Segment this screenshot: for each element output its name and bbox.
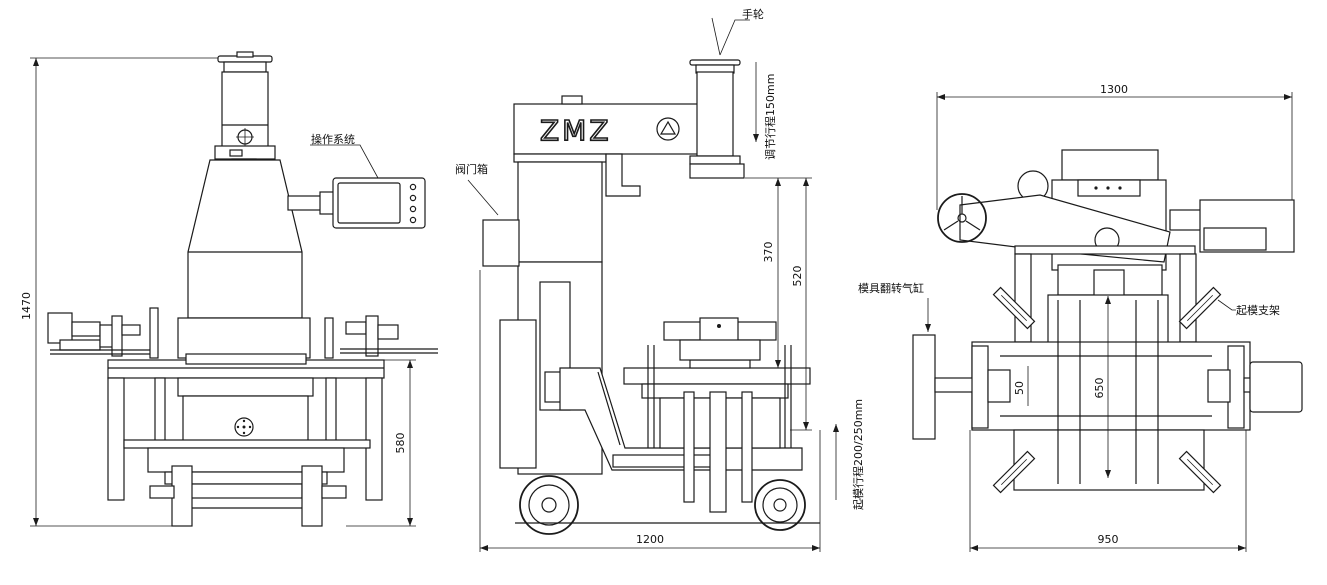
dim-1300: 1300 [1100, 83, 1128, 96]
top-view: 1300 950 [858, 83, 1303, 552]
label-lift-stroke: 起模行程200/250mm [852, 399, 865, 510]
dim-520: 520 [791, 266, 804, 287]
dim-370: 370 [762, 242, 775, 263]
label-mold-flip-cylinder: 模具翻转气缸 [858, 281, 924, 295]
label-valve-box: 阀门箱 [455, 162, 488, 176]
label-operation-system: 操作系统 [311, 132, 355, 146]
zmz-logo: ZMZ [540, 114, 612, 147]
side-view: 1200 ZMZ 手轮 调节行程150mm 阀门箱 [455, 7, 865, 552]
label-handwheel: 手轮 [742, 7, 764, 21]
dim-580: 580 [394, 433, 407, 454]
label-lift-bracket: 起模支架 [1236, 304, 1280, 317]
dim-50: 50 [1013, 381, 1026, 395]
dim-1470: 1470 [20, 292, 33, 320]
label-adjust-stroke: 调节行程150mm [764, 74, 777, 160]
dim-1200: 1200 [636, 533, 664, 546]
dim-650: 650 [1093, 378, 1106, 399]
dim-950: 950 [1098, 533, 1119, 546]
front-view: 1470 操作系统 [20, 51, 438, 527]
